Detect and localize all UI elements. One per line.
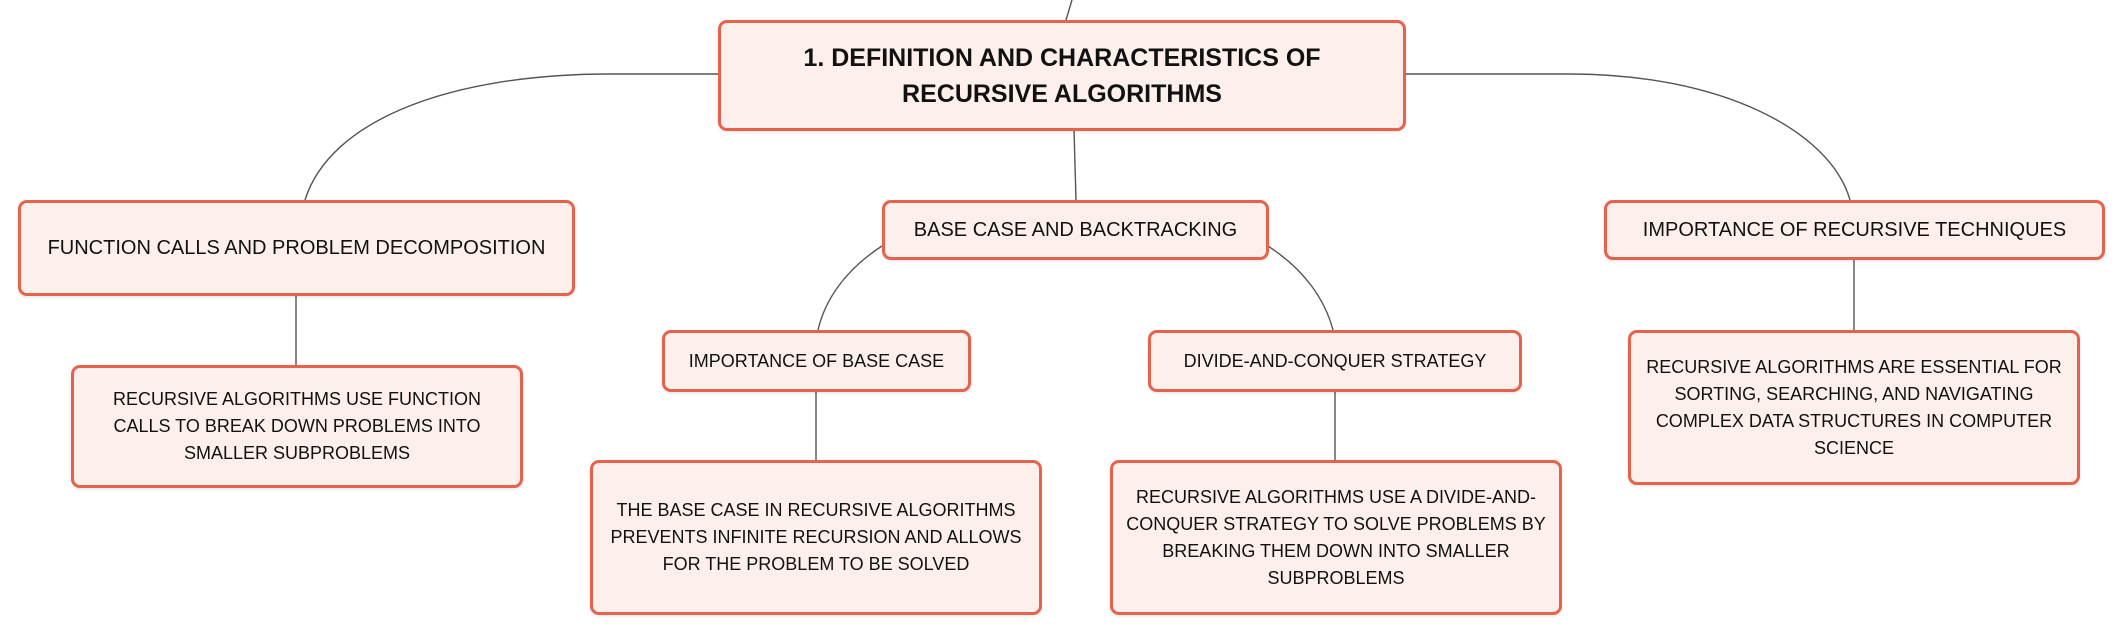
- root-topic-node[interactable]: 1. DEFINITION AND CHARACTERISTICS OF REC…: [718, 20, 1406, 131]
- subtopic-divide-and-conquer-label: DIVIDE-AND-CONQUER STRATEGY: [1183, 351, 1487, 371]
- subtopic-divide-and-conquer-detail-node[interactable]: RECURSIVE ALGORITHMS USE A DIVIDE-AND-CO…: [1110, 460, 1562, 615]
- subtopic-divide-and-conquer-node[interactable]: DIVIDE-AND-CONQUER STRATEGY: [1148, 330, 1522, 392]
- subtopic-recursive-techniques-detail-node[interactable]: RECURSIVE ALGORITHMS ARE ESSENTIAL FOR S…: [1628, 330, 2080, 485]
- subtopic-function-calls-detail-node[interactable]: RECURSIVE ALGORITHMS USE FUNCTION CALLS …: [71, 365, 523, 488]
- topic-recursive-techniques-node[interactable]: IMPORTANCE OF RECURSIVE TECHNIQUES: [1604, 200, 2105, 260]
- subtopic-function-calls-detail-label: RECURSIVE ALGORITHMS USE FUNCTION CALLS …: [112, 389, 482, 463]
- topic-base-case-backtracking-label: BASE CASE AND BACKTRACKING: [913, 219, 1238, 241]
- connector-base-case-to-importance: [817, 245, 883, 331]
- connector-parent-to-root: [1065, 0, 1073, 21]
- subtopic-importance-of-base-case-label: IMPORTANCE OF BASE CASE: [688, 351, 945, 371]
- subtopic-base-case-detail-node[interactable]: THE BASE CASE IN RECURSIVE ALGORITHMS PR…: [590, 460, 1042, 615]
- connector-root-to-base-case: [1073, 129, 1077, 201]
- topic-function-calls-node[interactable]: FUNCTION CALLS AND PROBLEM DECOMPOSITION: [18, 200, 575, 296]
- subtopic-importance-of-base-case-node[interactable]: IMPORTANCE OF BASE CASE: [662, 330, 971, 392]
- subtopic-divide-and-conquer-detail-label: RECURSIVE ALGORITHMS USE A DIVIDE-AND-CO…: [1126, 486, 1546, 588]
- topic-recursive-techniques-label: IMPORTANCE OF RECURSIVE TECHNIQUES: [1642, 219, 2067, 241]
- topic-function-calls-label: FUNCTION CALLS AND PROBLEM DECOMPOSITION: [47, 237, 546, 259]
- subtopic-recursive-techniques-detail-label: RECURSIVE ALGORITHMS ARE ESSENTIAL FOR S…: [1646, 356, 2062, 458]
- topic-base-case-backtracking-node[interactable]: BASE CASE AND BACKTRACKING: [882, 200, 1269, 260]
- subtopic-base-case-detail-label: THE BASE CASE IN RECURSIVE ALGORITHMS PR…: [610, 500, 1022, 574]
- connector-root-to-function-calls: [304, 73, 718, 201]
- connector-root-to-recursive-techniques: [1405, 73, 1851, 201]
- root-topic-label: 1. DEFINITION AND CHARACTERISTICS OF REC…: [803, 43, 1321, 108]
- connector-base-case-to-divide: [1267, 245, 1334, 331]
